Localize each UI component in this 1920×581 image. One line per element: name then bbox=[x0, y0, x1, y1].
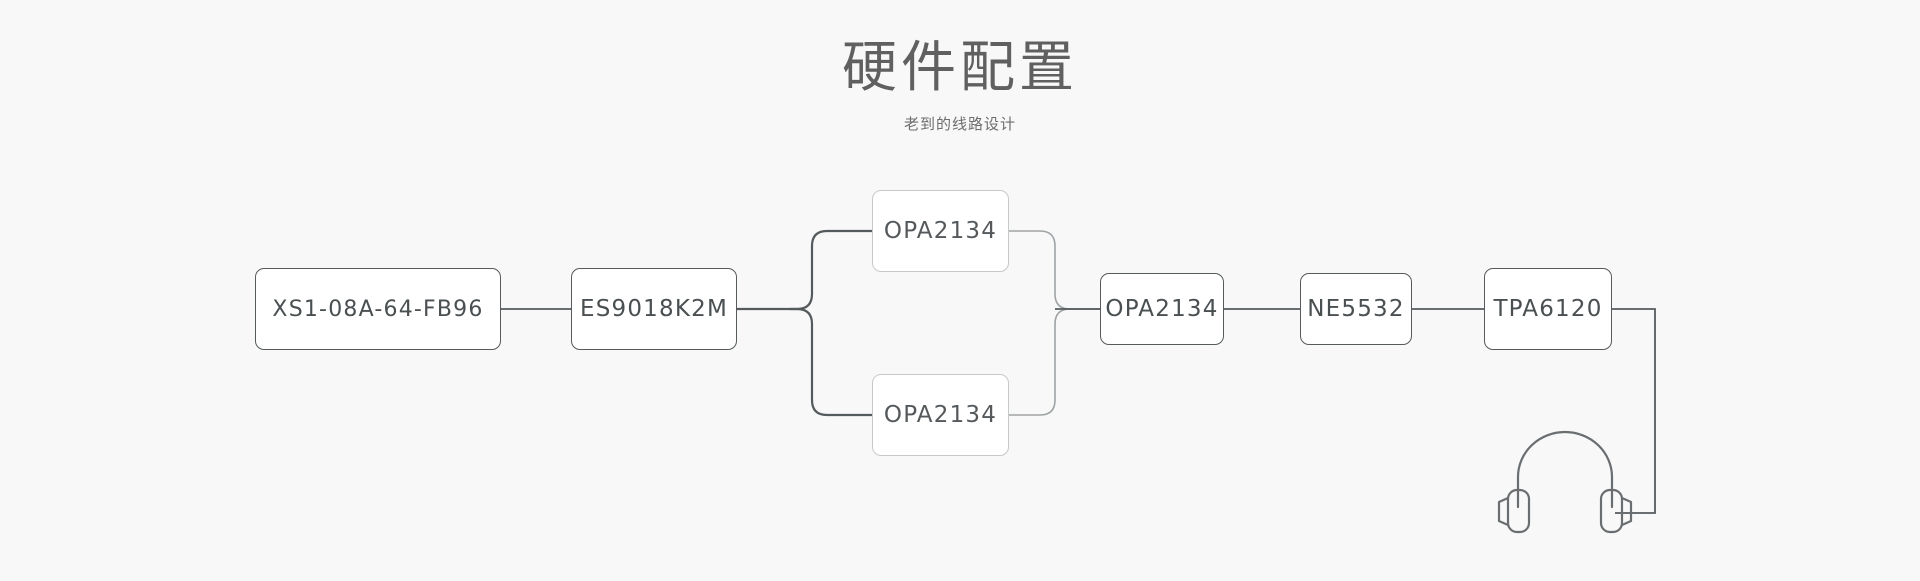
edge-amp-to-headphones bbox=[1612, 308, 1656, 514]
node-es9018k2m[interactable]: ES9018K2M bbox=[571, 268, 737, 350]
node-ne5532[interactable]: NE5532 bbox=[1300, 273, 1412, 345]
node-label: OPA2134 bbox=[883, 402, 998, 428]
node-label: ES9018K2M bbox=[579, 296, 729, 322]
node-label: OPA2134 bbox=[883, 218, 998, 244]
node-label: NE5532 bbox=[1307, 296, 1405, 322]
node-label: XS1-08A-64-FB96 bbox=[272, 296, 484, 322]
node-label: OPA2134 bbox=[1105, 296, 1219, 322]
edge-dac-to-lpf-bot bbox=[788, 307, 874, 417]
headphones-icon bbox=[1497, 430, 1633, 534]
edge-dac-to-lpf-top bbox=[788, 229, 874, 311]
node-label: TPA6120 bbox=[1493, 296, 1603, 322]
node-xs1-08a-64-fb96[interactable]: XS1-08A-64-FB96 bbox=[255, 268, 501, 350]
node-opa2134-top[interactable]: OPA2134 bbox=[872, 190, 1009, 272]
node-opa2134-bottom[interactable]: OPA2134 bbox=[872, 374, 1009, 456]
node-tpa6120[interactable]: TPA6120 bbox=[1484, 268, 1612, 350]
node-opa2134-buffer[interactable]: OPA2134 bbox=[1100, 273, 1224, 345]
